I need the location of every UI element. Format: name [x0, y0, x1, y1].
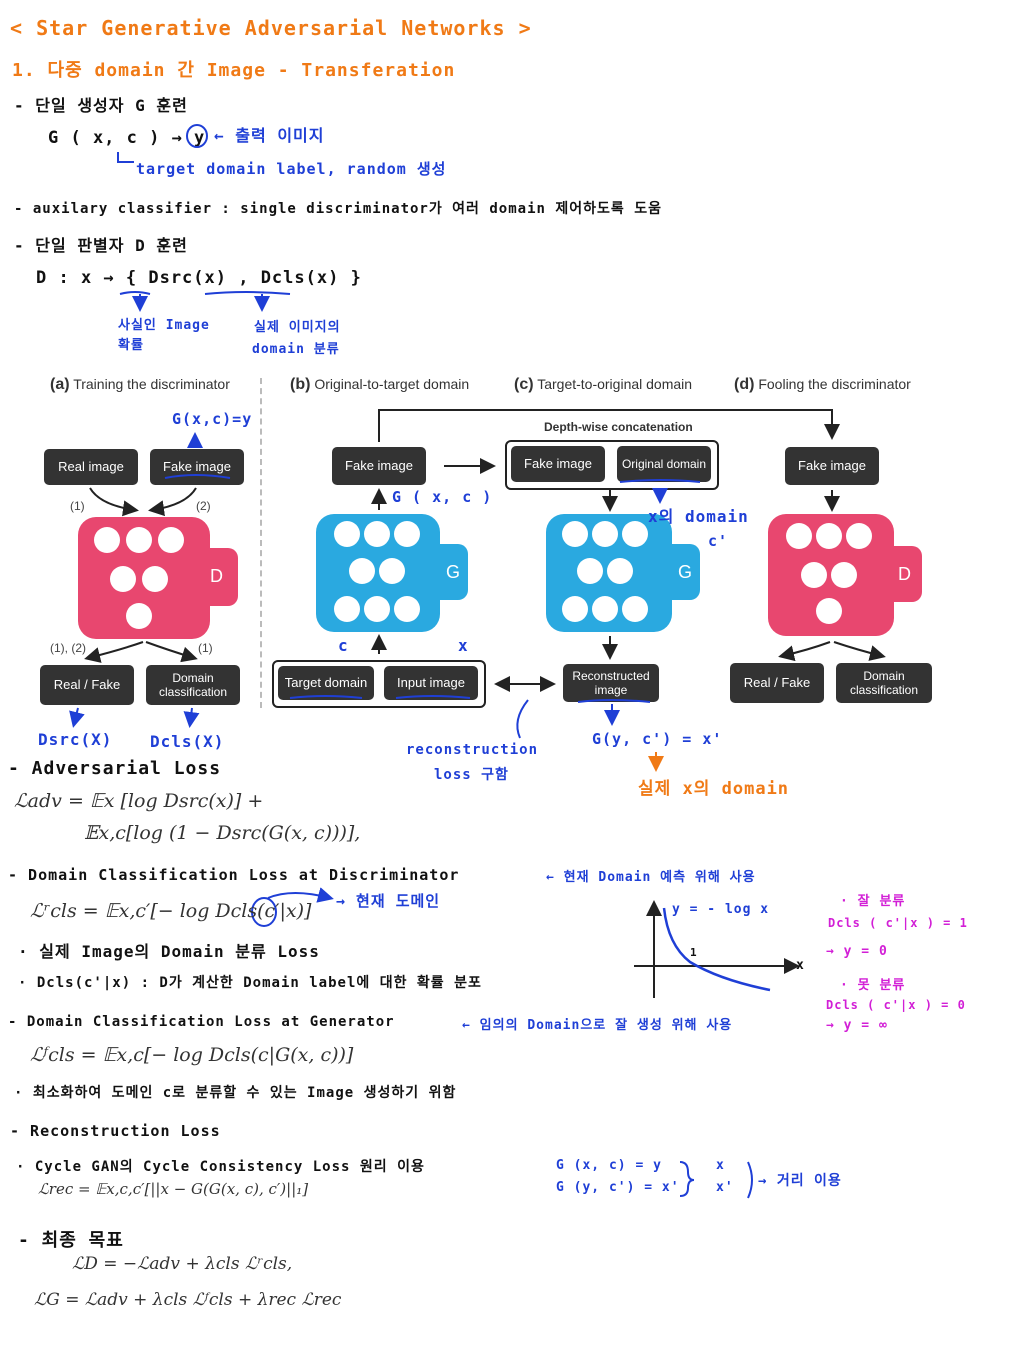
reconstructed-image-box: Reconstructed image [563, 664, 659, 702]
section-heading-transfer: 1. 다중 domain 간 Image - Transferation [12, 60, 456, 81]
rec-side-1: G (x, c) = y [556, 1158, 662, 1173]
dcls-d-bullet-2: · Dcls(c'|x) : D가 계산한 Domain label에 대한 확… [18, 975, 482, 991]
dcls-d-bullet-1: · 실제 Image의 Domain 분류 Loss [18, 942, 320, 961]
dcls-g-note: ← 임의의 Domain으로 잘 생성 위해 사용 [462, 1018, 733, 1033]
arrow-label-2-a: (2) [196, 499, 211, 513]
ann-gxc-y: G(x,c)=y [172, 410, 253, 428]
ann-gyc: G(y, c') = x' [592, 730, 723, 748]
ann-x-domain: x의 domain [648, 507, 749, 526]
panel-c-caption: (c) Target-to-original domain [514, 376, 693, 393]
generator-label-c: G [678, 562, 693, 582]
adversarial-loss-heading: - Adversarial Loss [8, 758, 222, 779]
note-single-discriminator: - 단일 판별자 D 훈련 [14, 236, 188, 255]
final-equation-g: ℒG = ℒadv + λcls ℒᶠcls + λrec ℒrec [34, 1290, 342, 1310]
arrow-label-1-a: (1) [70, 499, 85, 513]
discriminator-tab-a [208, 548, 238, 606]
panel-d-caption: (d) Fooling the discriminator [734, 376, 911, 393]
domain-classification-box-a: Domain classification [146, 665, 240, 705]
dcls-g-bullet: · 최소화하여 도메인 c로 분류할 수 있는 Image 생성하기 위함 [14, 1085, 457, 1101]
dcls-d-heading: - Domain Classification Loss at Discrimi… [8, 866, 460, 884]
fake-image-box-c: Fake image [511, 446, 605, 482]
generator-tab-b [438, 544, 468, 600]
discriminator-tab-d [892, 546, 922, 602]
panel-b-caption: (b) Original-to-target domain [290, 376, 470, 393]
depthwise-label: Depth-wise concatenation [544, 420, 693, 434]
dcls-note-2: domain 분류 [252, 342, 340, 357]
domain-classification-box-d: Domain classification [836, 663, 932, 703]
adv-equation-1: ℒadv = 𝔼x [log Dsrc(x)] + [14, 790, 264, 812]
original-domain-box: Original domain [617, 446, 711, 482]
d-formula: D : x → { Dsrc(x) , Dcls(x) } [36, 268, 362, 288]
rec-side-4: x' [716, 1180, 734, 1195]
arrow-label-1b-a: (1) [198, 641, 213, 655]
fake-image-box-b: Fake image [332, 447, 426, 485]
panel-a-caption: (a) Training the discriminator [50, 376, 230, 393]
graph-neglog-label: y = - log x [672, 902, 770, 917]
rec-side-5: → 거리 이용 [758, 1173, 842, 1189]
side-bad-2: Dcls ( c'|x ) = 0 [826, 998, 966, 1012]
real-image-box-a: Real image [44, 449, 138, 485]
discriminator-label-a: D [210, 566, 223, 586]
graph-x-label: x [796, 958, 805, 973]
aux-classifier-note: - auxilary classifier : single discrimin… [14, 201, 662, 217]
final-equation-d: ℒD = −ℒadv + λcls ℒʳcls, [72, 1254, 293, 1274]
generator-label-b: G [446, 562, 461, 582]
ann-dcls: Dcls(X) [150, 732, 225, 751]
generator-input-group [272, 660, 486, 708]
ann-reconstruction: reconstruction [406, 742, 539, 758]
dcls-g-heading: - Domain Classification Loss at Generato… [8, 1014, 395, 1030]
ann-c: c [338, 636, 349, 655]
side-good-3: → y = 0 [826, 944, 888, 959]
dcls-note-1: 실제 이미지의 [254, 320, 341, 335]
dcls-d-equation: ℒʳcls = 𝔼x,c′[− log Dcls(c′|x)] [30, 900, 312, 922]
adv-equation-2: 𝔼x,c[log (1 − Dsrc(G(x, c)))], [84, 822, 361, 844]
target-domain-box: Target domain [278, 666, 374, 700]
current-domain-note: → 현재 도메인 [336, 892, 441, 910]
dsrc-note-1: 사실인 Image [118, 318, 210, 333]
real-fake-box-a: Real / Fake [40, 665, 134, 705]
concat-group [505, 440, 719, 490]
rec-side-2: G (y, c') = x' [556, 1180, 680, 1195]
arrow-label-12-a: (1), (2) [50, 641, 86, 655]
side-good-2: Dcls ( c'|x ) = 1 [828, 916, 968, 930]
side-good-1: · 잘 분류 [840, 894, 906, 909]
discriminator-label-d: D [898, 564, 911, 584]
reconstruction-bullet: · Cycle GAN의 Cycle Consistency Loss 원리 이… [16, 1159, 425, 1175]
ann-x: x [458, 636, 469, 655]
final-heading: - 최종 목표 [18, 1230, 124, 1251]
rec-side-3: x [716, 1158, 725, 1173]
dsrc-note-2: 확률 [118, 338, 144, 353]
panel-separator [260, 378, 262, 708]
real-fake-box-d: Real / Fake [730, 663, 824, 703]
ann-dsrc: Dsrc(X) [38, 730, 113, 749]
reconstruction-heading: - Reconstruction Loss [10, 1122, 221, 1140]
ann-recon-loss: loss 구함 [434, 767, 509, 783]
output-image-note: ← 출력 이미지 [214, 126, 325, 145]
dcls-g-equation: ℒᶠcls = 𝔼x,c[− log Dcls(c|G(x, c))] [30, 1044, 354, 1066]
side-bad-3: → y = ∞ [826, 1018, 888, 1033]
graph-one-label: 1 [690, 946, 698, 959]
ann-gxc: G ( x, c ) [392, 488, 493, 506]
input-image-box: Input image [384, 666, 478, 700]
side-bad-1: · 못 분류 [840, 978, 906, 993]
fake-image-box-d: Fake image [785, 447, 879, 485]
fake-image-box-a: Fake image [150, 449, 244, 485]
page-title: < Star Generative Adversarial Networks > [10, 16, 532, 40]
ann-c-prime: c' [708, 532, 729, 550]
ann-real-x-domain: 실제 x의 domain [638, 779, 790, 799]
generator-tab-c [670, 544, 700, 600]
dcls-d-note: ← 현재 Domain 예측 위해 사용 [546, 870, 756, 885]
note-single-generator: - 단일 생성자 G 훈련 [14, 96, 188, 115]
g-formula: G ( x, c ) → y [48, 128, 206, 148]
reconstruction-equation: ℒrec = 𝔼x,c,c′[||x − G(G(x, c), c′)||₁] [38, 1180, 309, 1198]
target-label-note: target domain label, random 생성 [136, 160, 447, 178]
